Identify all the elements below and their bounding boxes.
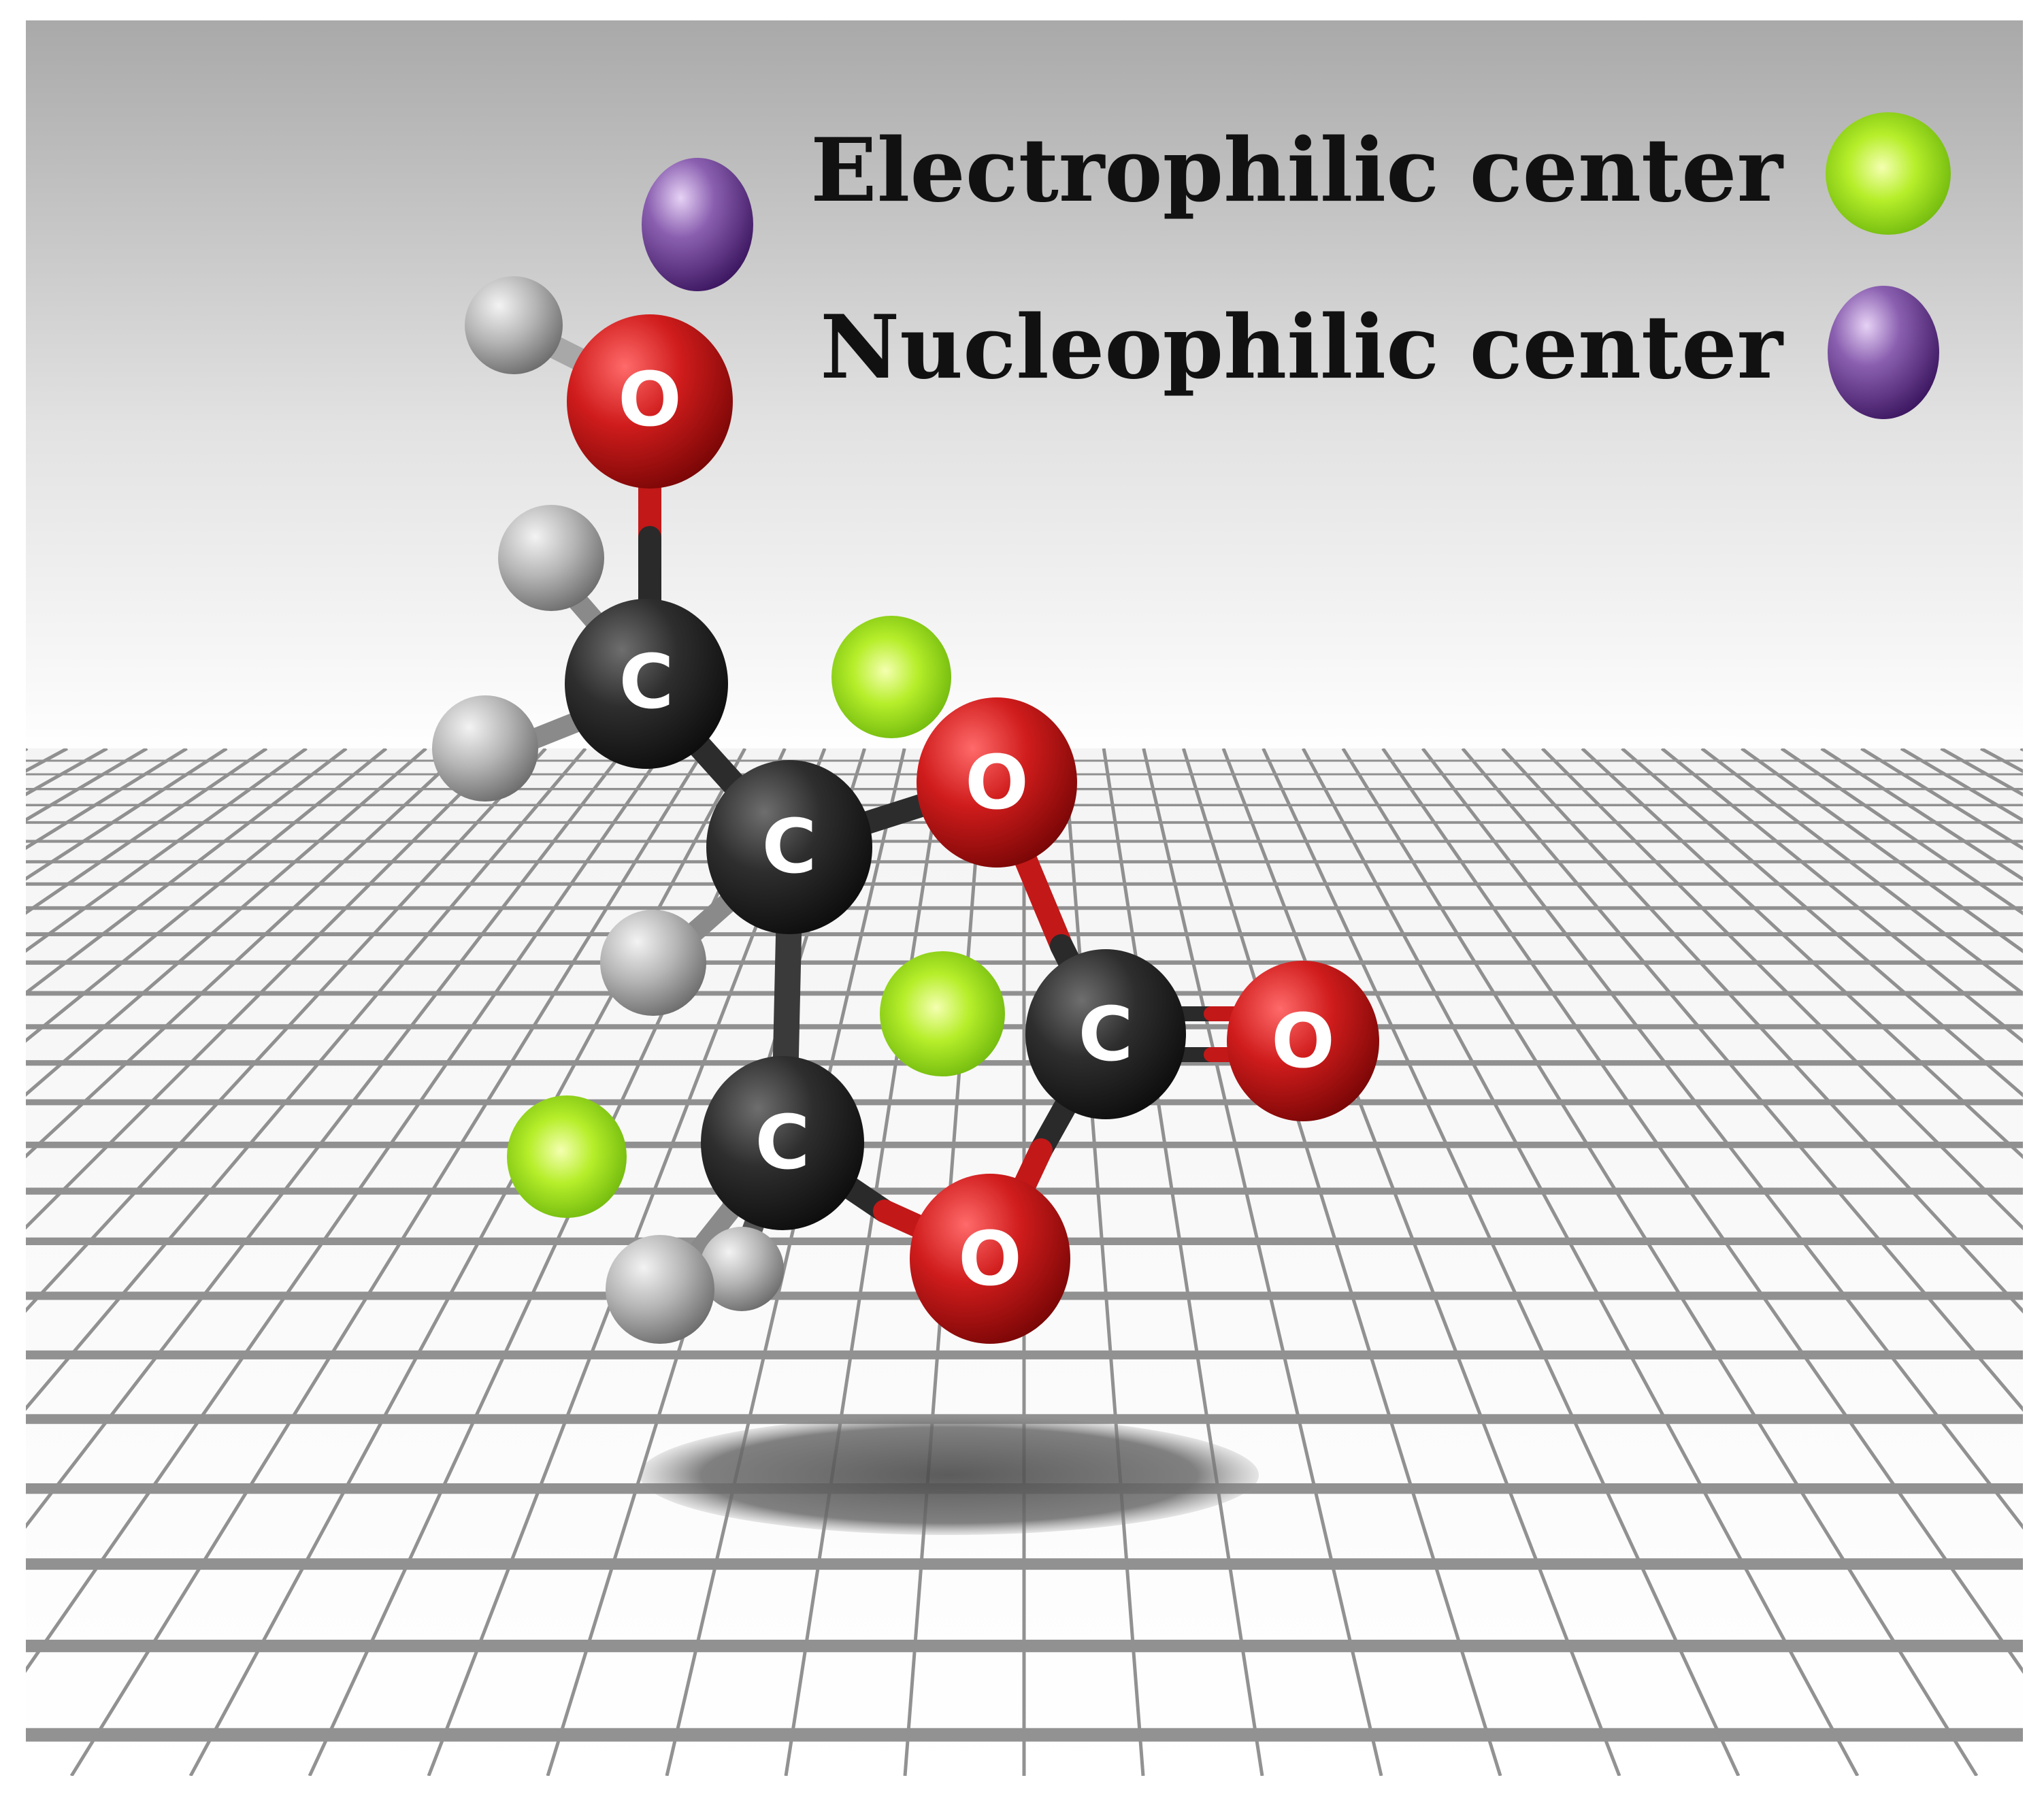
nucleophilic-center-marker: [642, 158, 753, 291]
atom-label-carbon: C: [619, 638, 674, 725]
grid-line: [1301, 748, 1860, 1776]
electrophilic-center-marker: [507, 1095, 627, 1218]
reactive-centers: [507, 158, 1005, 1218]
grid-line: [1341, 748, 1979, 1776]
carbon-atom: [565, 599, 728, 769]
atom-label-carbon: C: [1078, 991, 1134, 1078]
oxygen-atom: [567, 314, 733, 489]
grid-line: [1700, 748, 2023, 996]
hydrogen-atom: [699, 1227, 784, 1311]
atom-label-oxygen: O: [958, 1215, 1022, 1302]
grid-line: [1621, 748, 2023, 1097]
grid-line: [1421, 748, 2023, 1530]
legend-nucleophilic-swatch: [1828, 286, 1939, 419]
grid-line: [1581, 748, 2023, 1159]
sky-backdrop: [26, 20, 2023, 755]
grid-line: [665, 748, 906, 1776]
grid-line: [1102, 748, 1264, 1776]
legend: Electrophilic center Nucleophilic center: [810, 112, 1951, 419]
oxygen-atom: [910, 1174, 1070, 1344]
carbon-atom: [1025, 949, 1186, 1119]
grid-line: [26, 748, 508, 1230]
atom-labels: O C O C C O C O: [618, 356, 1335, 1302]
molecule-shadow: [640, 1415, 1259, 1535]
carbon-atom: [701, 1056, 864, 1230]
grid-line: [26, 748, 547, 1313]
grid-line: [1461, 748, 2023, 1412]
atom-label-carbon: C: [755, 1099, 810, 1186]
atom-label-carbon: C: [762, 803, 817, 890]
atom-label-oxygen: O: [618, 356, 682, 443]
legend-electrophilic-label: Electrophilic center: [810, 120, 1783, 222]
grid-line: [26, 748, 627, 1530]
grid-line: [1181, 748, 1502, 1776]
hydrogen-atom: [465, 276, 563, 374]
atoms: [432, 276, 1379, 1344]
grid-line: [1501, 748, 2023, 1314]
hydrogen-atom: [432, 695, 538, 802]
legend-electrophilic-swatch: [1826, 112, 1951, 235]
hydrogen-atom: [606, 1235, 714, 1344]
grid-line: [26, 748, 427, 1097]
grid-line: [1381, 748, 2023, 1674]
grid-line: [26, 748, 308, 953]
grid-line: [26, 748, 467, 1159]
electrophilic-center-marker: [831, 616, 951, 738]
grid-line: [1142, 748, 1383, 1776]
grid-line: [26, 748, 348, 995]
legend-nucleophilic-label: Nucleophilic center: [820, 297, 1783, 399]
oxygen-atom: [1227, 961, 1379, 1121]
oxygen-atom: [917, 697, 1077, 868]
grid-line: [69, 748, 707, 1776]
electrophilic-center-marker: [880, 951, 1005, 1076]
hydrogen-atom: [498, 505, 604, 611]
grid-line: [26, 748, 388, 1043]
grid-line: [1540, 748, 2023, 1231]
hydrogen-atom: [600, 910, 706, 1016]
grid-line: [1741, 748, 2023, 953]
grid-line: [1221, 748, 1621, 1776]
grid-line: [26, 748, 667, 1673]
atom-label-oxygen: O: [965, 739, 1029, 826]
grid-line: [1660, 748, 2023, 1044]
grid-line: [26, 748, 587, 1411]
grid-line: [1262, 748, 1741, 1776]
atom-label-oxygen: O: [1271, 997, 1335, 1085]
carbon-atom: [706, 760, 872, 934]
grid-line: [1062, 748, 1145, 1776]
grid-line: [784, 748, 946, 1776]
